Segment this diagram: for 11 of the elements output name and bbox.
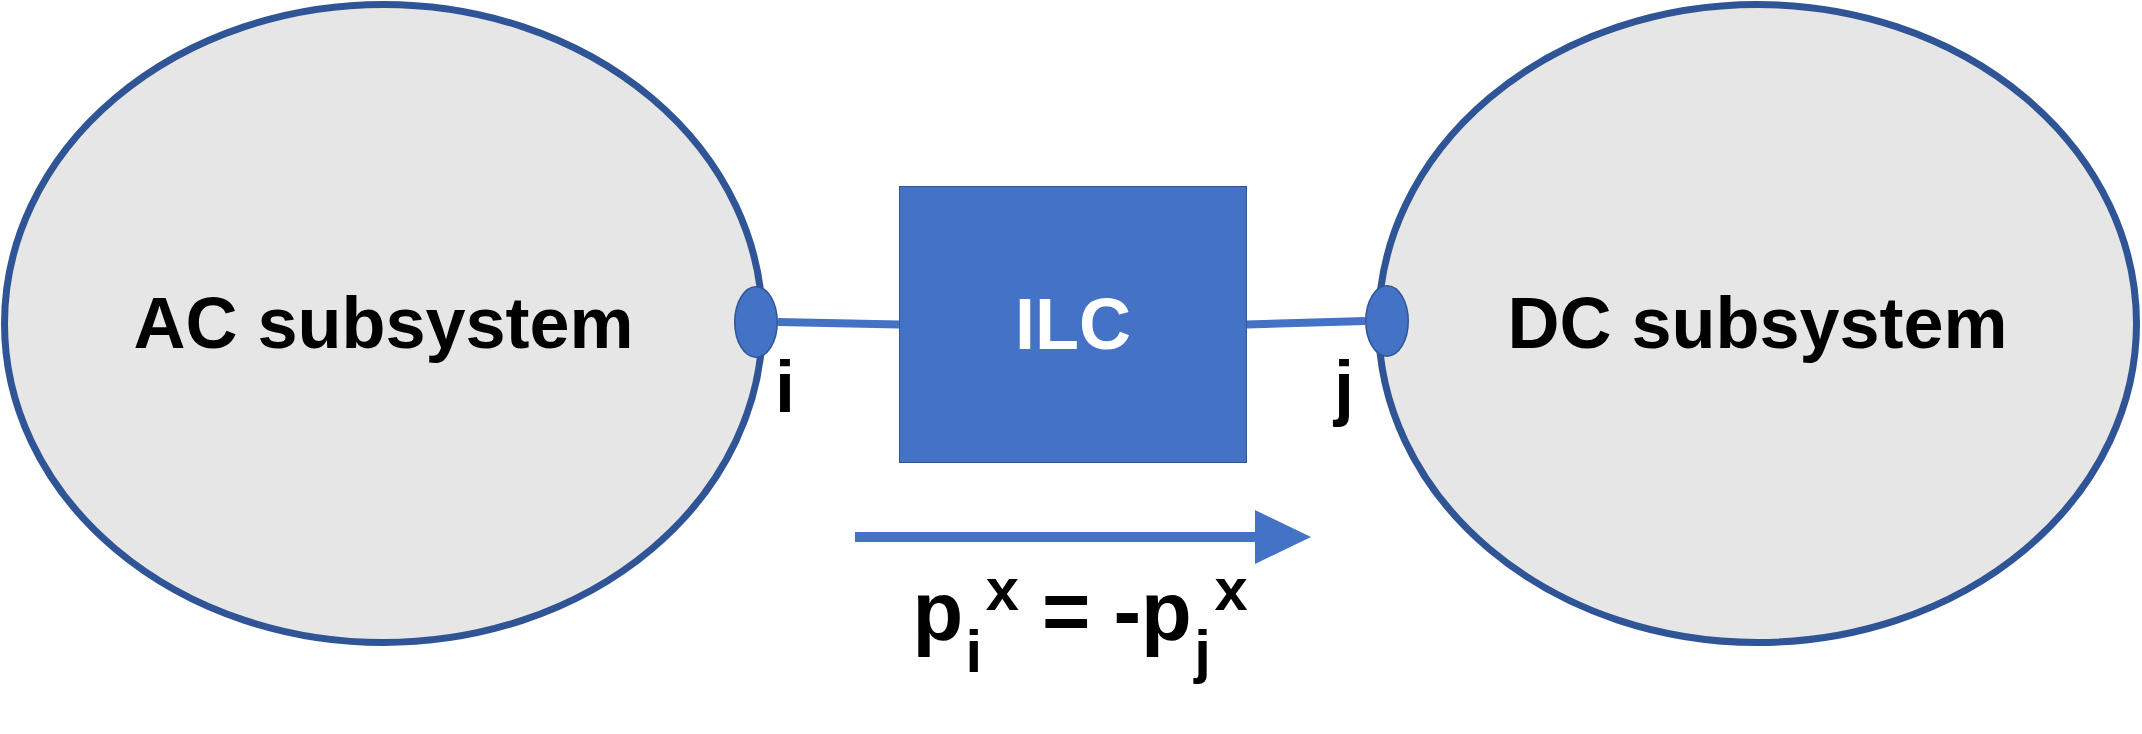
- node-label: ILC: [1015, 284, 1131, 365]
- port-oval: [734, 286, 778, 358]
- node-label: AC subsystem: [133, 283, 634, 364]
- connector-line: [777, 318, 900, 329]
- process-box: [899, 186, 1247, 463]
- region-ellipse: [1, 1, 766, 646]
- node-label: DC subsystem: [1507, 283, 2008, 364]
- port-oval: [1365, 285, 1409, 357]
- port-label: i: [775, 351, 795, 423]
- connector-line: [1246, 317, 1366, 329]
- region-ellipse: [1375, 1, 2140, 646]
